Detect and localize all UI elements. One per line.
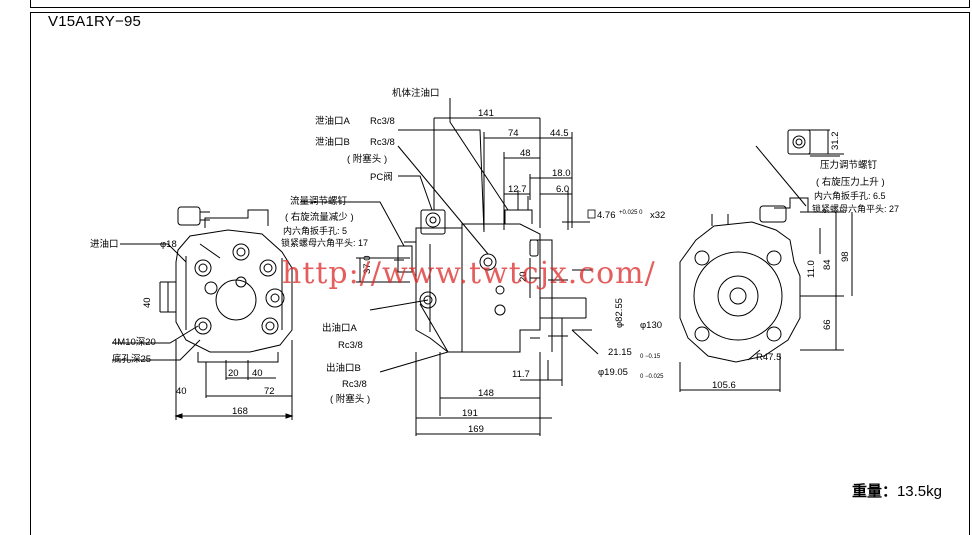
label-drain-a: 泄油口A [315,115,351,127]
label-pressure-screw: 压力调节螺钉 [820,159,878,171]
watermark: http://www.twtcjx.com/ [282,256,656,291]
label-flow-screw-note: ( 右旋流量减少 ) [285,211,354,223]
label-with-plug-2: ( 附塞头 ) [330,393,370,405]
label-lock-nut-27: 锁紧螺母六角平头: 27 [812,203,899,214]
label-hex-key-5: 内六角扳手孔: 5 [283,225,347,236]
label-outlet-b: 出油口B [326,362,361,374]
label-flow-screw: 流量调节螺钉 [290,195,348,207]
dim-phi82-55: φ82.55 [614,298,625,328]
dim-19-05-tol: 0 −0.025 [640,374,664,380]
dim-31-2: 31.2 [830,132,841,151]
drawing-frame [30,12,970,535]
dim-6-0: 6.0 [556,184,569,195]
label-outlet-b-size: Rc3/8 [342,379,367,390]
label-fill-port: 机体注油口 [392,87,440,99]
label-inlet: 进油口 [90,238,119,250]
dim-148: 148 [478,388,494,399]
key-symbol [587,209,596,219]
dim-11-0: 11.0 [806,260,817,278]
dim-12-7: 12.7 [508,184,527,195]
label-bottom-hole: 底孔深25 [112,353,151,365]
dim-169: 169 [468,424,484,435]
label-phi18: φ18 [160,239,177,250]
label-pc-valve: PC阀 [370,171,393,183]
weight-value: 13.5kg [896,483,942,500]
dim-20-bottom: 20 [228,368,239,379]
label-hex-key-65: 内六角扳手孔: 6.5 [814,190,886,201]
label-with-plug-1: ( 附塞头 ) [347,153,387,165]
dim-98: 98 [840,251,851,262]
dim-phi19-05: φ19.05 [598,367,628,378]
right-view [679,129,853,392]
dim-105-6: 105.6 [712,380,736,391]
label-lock-nut-17: 锁紧螺母六角平头: 17 [281,237,368,248]
top-frame [30,0,970,8]
dim-phi130: φ130 [640,320,662,331]
label-drain-a-size: Rc3/8 [370,116,395,127]
dim-141: 141 [478,108,494,119]
label-m10: 4M10深20 [112,337,156,348]
left-view [112,206,294,420]
label-pressure-note: ( 右旋压力上升 ) [816,176,885,188]
dim-44-5: 44.5 [550,128,569,139]
dim-168: 168 [232,406,248,417]
dim-20: 20 [518,271,529,282]
dim-r47-5: R47.5 [756,352,781,363]
dim-21-15: 21.15 [608,347,632,358]
middle-view [300,98,599,436]
model-title: V15A1RY−95 [48,13,142,30]
label-drain-b: 泄油口B [315,136,350,148]
weight-readout: 重量：13.5kg [852,480,942,501]
label-outlet-a: 出油口A [322,322,358,334]
dim-11-7: 11.7 [512,369,530,380]
dim-37-0: 37.0 [362,256,373,275]
label-key-tol: +0.025 0 [619,210,643,216]
dim-18-0: 18.0 [552,168,571,179]
dim-40-side: 40 [142,297,153,308]
label-key: 4.76 [597,210,616,221]
dim-40-bottom: 40 [252,368,263,379]
dim-74: 74 [508,128,519,139]
dim-21-15-tol: 0 −0.15 [640,354,661,360]
dim-72: 72 [264,386,275,397]
label-drain-b-size: Rc3/8 [370,137,395,148]
label-outlet-a-size: Rc3/8 [338,340,363,351]
dim-66: 66 [822,319,833,330]
dim-84: 84 [822,259,833,270]
dim-48: 48 [520,148,531,159]
dim-40-base: 40 [176,386,187,397]
label-key-len: x32 [650,210,665,221]
dim-191: 191 [462,408,478,419]
weight-label: 重量： [851,483,897,500]
